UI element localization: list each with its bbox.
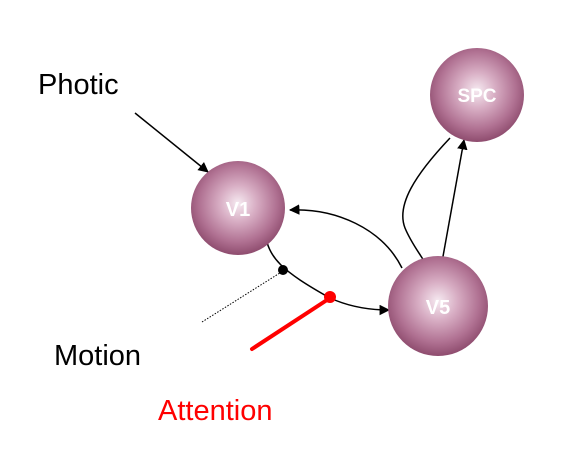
node-v1: V1 [191,161,285,255]
motion-modulation-point [278,265,288,275]
attention-modulation-point [324,291,336,303]
motion-modulation-line [202,271,283,322]
v5-to-v1-connection [290,210,402,268]
node-spc: SPC [430,48,524,142]
photic-arrow [135,113,208,172]
node-v5-label: V5 [426,297,450,319]
attention-modulation-line [252,298,330,349]
node-v5: V5 [388,256,488,356]
attention-label: Attention [158,395,272,427]
photic-label: Photic [38,69,119,101]
v5-to-spc-connection [442,140,464,262]
node-spc-label: SPC [457,86,496,107]
node-v1-label: V1 [226,199,250,221]
motion-label: Motion [54,340,141,372]
spc-to-v5-connection [403,138,450,268]
